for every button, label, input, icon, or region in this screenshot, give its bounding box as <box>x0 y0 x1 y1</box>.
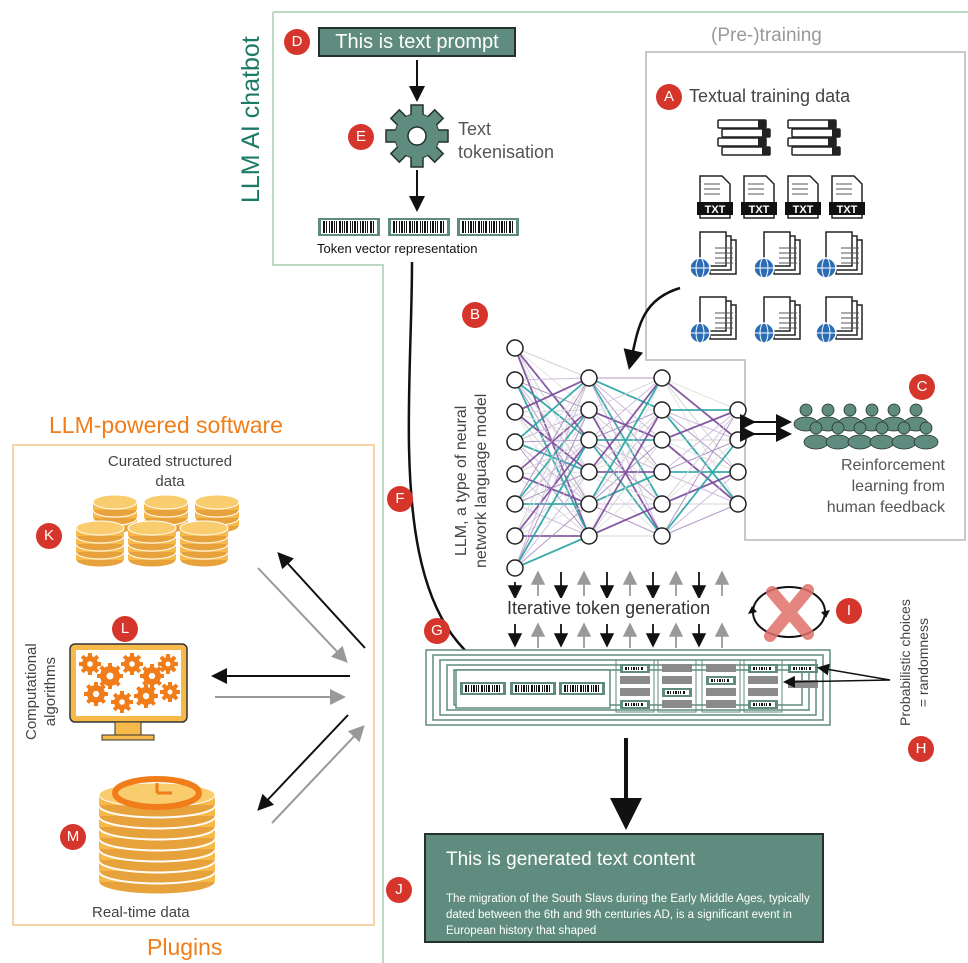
pretraining-frame <box>645 51 966 541</box>
token-generation-stack <box>425 649 831 726</box>
chatbot-frame <box>272 12 384 963</box>
training-arrow <box>623 286 681 370</box>
realtime-clock-stack-icon <box>98 776 216 895</box>
pretraining-title: (Pre-)training <box>711 25 822 46</box>
tokenisation-label: Text tokenisation <box>458 119 555 162</box>
badge-k: K <box>36 523 62 549</box>
neural-network-edges <box>514 347 739 569</box>
randomness-icon <box>748 584 830 642</box>
badge-i: I <box>836 598 862 624</box>
token-vector-label: Token vector representation <box>317 241 478 256</box>
iterative-label: Iterative token generation <box>505 598 713 619</box>
generated-title: This is generated text content <box>446 849 696 870</box>
generated-body: The migration of the South Slavs during … <box>446 893 810 937</box>
people-icon <box>793 403 939 450</box>
badge-e: E <box>348 124 374 150</box>
realtime-label: Real-time data <box>92 904 190 921</box>
plugins-label: Plugins <box>147 934 223 960</box>
svg-text:TXT: TXT <box>793 204 814 216</box>
neural-network-nodes <box>506 339 747 577</box>
chatbot-title: LLM AI chatbot <box>237 36 265 203</box>
web-document-icons <box>689 231 863 344</box>
monitor-icon <box>69 643 188 741</box>
badge-c: C <box>909 374 935 400</box>
badge-a: A <box>656 84 682 110</box>
svg-text:TXT: TXT <box>705 204 726 216</box>
rlhf-label: Reinforcement learning from human feedba… <box>826 457 945 516</box>
training-data-label: Textual training data <box>689 86 851 106</box>
badge-m: M <box>60 824 86 850</box>
txt-file-icons: TXT TXT TXT TXT <box>697 175 865 219</box>
badge-d: D <box>284 29 310 55</box>
badge-h: H <box>908 736 934 762</box>
software-frame <box>12 444 375 926</box>
svg-text:TXT: TXT <box>749 204 770 216</box>
badge-b: B <box>462 302 488 328</box>
software-title: LLM-powered software <box>49 412 283 438</box>
badge-g: G <box>424 618 450 644</box>
network-label: LLM, a type of neural network language m… <box>453 393 490 568</box>
prompt-box: This is text prompt <box>318 27 516 57</box>
generated-text-box: This is generated text content The migra… <box>424 833 824 943</box>
curated-label: Curated structured data <box>107 453 233 490</box>
algorithms-label: Computational algorithms <box>23 643 59 740</box>
books-icons <box>717 119 841 156</box>
token-vectors <box>318 218 519 236</box>
database-coins-icon <box>75 494 240 568</box>
svg-text:TXT: TXT <box>837 204 858 216</box>
iterative-arrows <box>507 570 730 648</box>
badge-j: J <box>386 877 412 903</box>
badge-f: F <box>387 486 413 512</box>
gear-icon <box>385 104 449 168</box>
badge-l: L <box>112 616 138 642</box>
probabilistic-label: Probabilistic choices = randomness <box>897 599 931 726</box>
